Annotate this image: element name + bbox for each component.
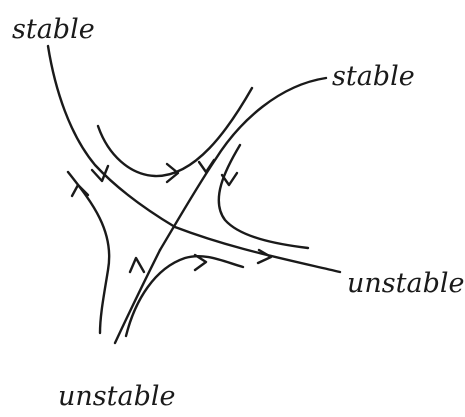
arrow-trajectory-bottom xyxy=(193,253,208,272)
trajectory-top xyxy=(96,86,254,178)
arrow-unstable-bottom xyxy=(128,256,146,274)
arrow-trajectory-top xyxy=(165,162,180,184)
arrow-trajectory-right xyxy=(220,171,239,187)
trajectory-right xyxy=(217,143,310,250)
unstable-manifold-bottom xyxy=(113,248,162,345)
stable-manifold-left xyxy=(46,44,177,229)
arrow-stable-left xyxy=(90,164,110,183)
trajectory-left xyxy=(66,170,111,335)
label-stable-top-right: stable xyxy=(332,61,415,92)
trajectory-bottom xyxy=(124,254,245,338)
label-stable-top-left: stable xyxy=(12,14,95,45)
arrow-trajectory-left xyxy=(70,183,90,198)
arrow-unstable-right xyxy=(256,248,273,265)
unstable-manifold-right xyxy=(173,225,342,274)
label-unstable-bottom: unstable xyxy=(58,381,175,412)
label-unstable-right: unstable xyxy=(347,268,464,299)
arrow-stable-right xyxy=(197,158,216,174)
